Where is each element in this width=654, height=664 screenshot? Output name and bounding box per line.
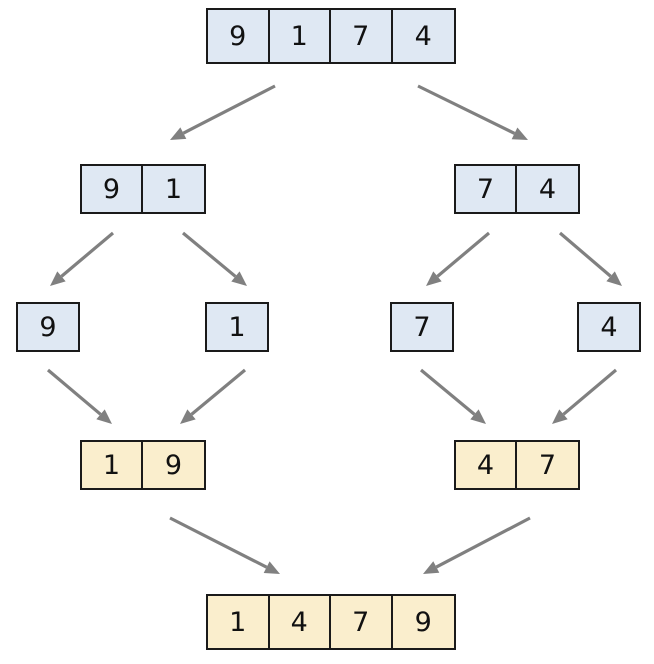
arrow-merge-right-to-final: [423, 516, 531, 574]
arrow-split-right-to-leaf-4: [558, 231, 622, 286]
array-cell: 7: [331, 596, 393, 648]
array-cell: 7: [392, 304, 452, 350]
array-cell: 1: [207, 304, 267, 350]
arrow-root-to-split-left: [170, 84, 276, 140]
array-cell: 4: [579, 304, 639, 350]
array-node-leaf-9: 9: [16, 302, 80, 352]
array-cell: 4: [517, 166, 578, 212]
array-cell: 9: [392, 596, 454, 648]
arrow-split-left-to-leaf-9: [50, 231, 115, 286]
array-node-leaf-7: 7: [390, 302, 454, 352]
array-node-leaf-4: 4: [577, 302, 641, 352]
array-cell: 1: [269, 10, 331, 62]
arrow-leaf-1-to-merge-left: [180, 368, 247, 424]
arrow-root-to-split-right: [417, 84, 528, 140]
array-node-leaf-1: 1: [205, 302, 269, 352]
arrow-split-right-to-leaf-7: [426, 231, 491, 286]
array-cell: 9: [18, 304, 78, 350]
arrow-leaf-4-to-merge-right: [552, 368, 618, 424]
array-cell: 4: [269, 596, 331, 648]
arrow-leaf-9-to-merge-left: [46, 368, 112, 424]
array-cell: 1: [208, 596, 270, 648]
array-cell: 9: [82, 166, 143, 212]
array-cell: 4: [456, 442, 517, 488]
array-cell: 7: [456, 166, 517, 212]
array-cell: 1: [143, 166, 204, 212]
arrow-merge-left-to-final: [169, 516, 280, 574]
array-cell: 7: [517, 442, 578, 488]
array-cell: 4: [392, 10, 454, 62]
array-cell: 9: [143, 442, 204, 488]
array-cell: 7: [331, 10, 393, 62]
array-cell: 9: [208, 10, 270, 62]
array-cell: 1: [82, 442, 143, 488]
arrow-split-left-to-leaf-1: [181, 231, 247, 286]
arrow-leaf-7-to-merge-right: [419, 368, 486, 424]
